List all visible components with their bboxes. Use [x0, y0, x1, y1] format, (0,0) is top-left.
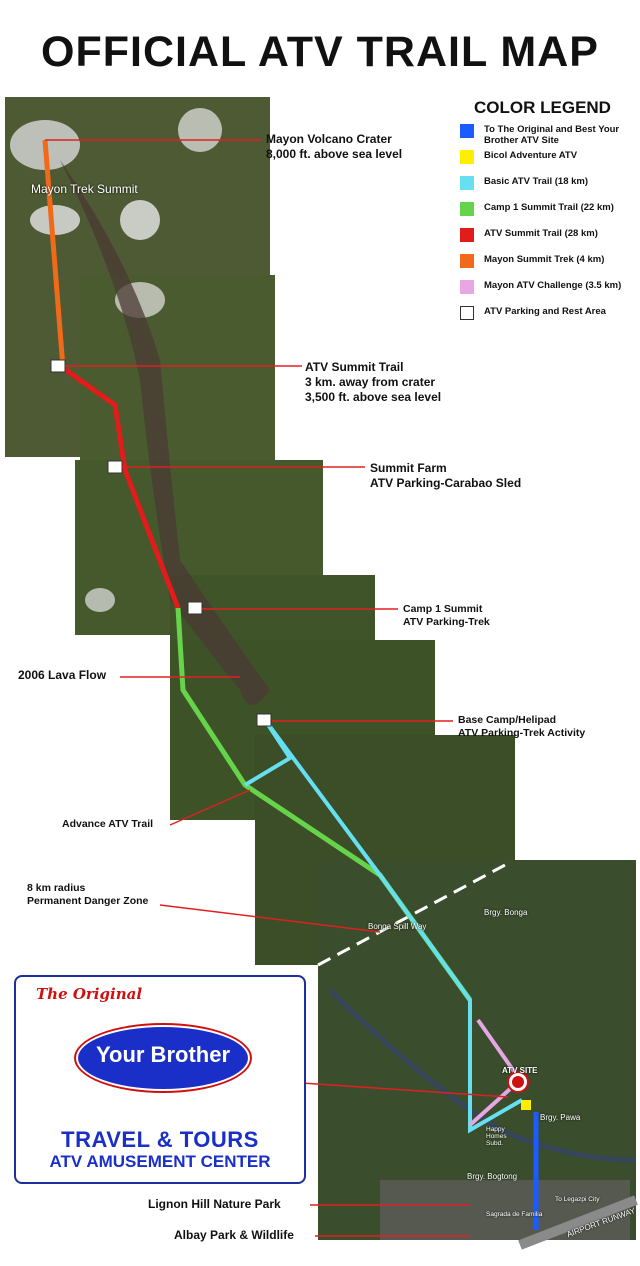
legend-label: ATV Summit Trail (28 km)	[484, 228, 598, 239]
danger-zone-line	[317, 863, 506, 967]
logo-oval: Your Brother	[76, 1025, 250, 1091]
legend-swatch	[460, 202, 474, 216]
legend-label: Bicol Adventure ATV	[484, 150, 578, 161]
map-label-atv-site: ATV SITE	[502, 1066, 538, 1075]
legend-item: Basic ATV Trail (18 km)	[460, 176, 635, 202]
map-label-brgy-bogtong: Brgy. Bogtong	[467, 1172, 518, 1181]
callout-lava-flow: 2006 Lava Flow	[18, 668, 107, 682]
atv-site-marker	[507, 1071, 531, 1110]
callout-crater: Mayon Volcano Crater 8,000 ft. above sea…	[266, 132, 403, 161]
atv-summit-trail	[61, 365, 181, 609]
color-legend: COLOR LEGEND To The Original and Best Yo…	[460, 98, 635, 332]
legend-item: Bicol Adventure ATV	[460, 150, 635, 176]
legend-swatch	[460, 124, 474, 138]
satellite-terrain	[5, 97, 638, 1250]
logo-travel-tours: TRAVEL & TOURS	[61, 1127, 259, 1152]
parking-markers	[50, 359, 272, 727]
legend-swatch	[460, 306, 474, 320]
legend-label: Camp 1 Summit Trail (22 km)	[484, 202, 614, 213]
bicol-adventure-marker	[521, 1100, 531, 1110]
callout-summit-farm: Summit Farm ATV Parking-Carabao Sled	[370, 461, 522, 490]
legend-label: ATV Parking and Rest Area	[484, 306, 606, 317]
legend-swatch	[460, 280, 474, 294]
legend-swatch	[460, 254, 474, 268]
legend-title: COLOR LEGEND	[474, 98, 611, 117]
trails	[42, 139, 539, 1230]
legend-item: To The Original and Best Your Brother AT…	[460, 124, 635, 150]
callout-danger-zone: 8 km radius Permanent Danger Zone	[27, 882, 149, 907]
logo-oval-text: Your Brother	[95, 1042, 231, 1067]
parking-marker-summit-trail	[50, 359, 66, 373]
legend-item: ATV Summit Trail (28 km)	[460, 228, 635, 254]
mayon-summit-trek-trail	[42, 139, 66, 369]
parking-marker-camp1	[187, 601, 203, 615]
callout-advance-trail: Advance ATV Trail	[62, 818, 154, 830]
callout-camp1: Camp 1 Summit ATV Parking-Trek	[403, 603, 490, 628]
legend-label: To The Original and Best Your Brother AT…	[484, 124, 620, 146]
legend-label: Mayon ATV Challenge (3.5 km)	[484, 280, 622, 291]
legend-item: Mayon Summit Trek (4 km)	[460, 254, 635, 280]
map-label-brgy-pawa: Brgy. Pawa	[540, 1113, 581, 1122]
map-label-bonga-spillway: Bonga Spill Way	[368, 922, 427, 931]
basic-atv-trail	[263, 718, 523, 1134]
label-lignon-hill: Lignon Hill Nature Park	[148, 1197, 281, 1211]
legend-item: ATV Parking and Rest Area	[460, 306, 635, 332]
legend-item: Mayon ATV Challenge (3.5 km)	[460, 280, 635, 306]
legend-item: Camp 1 Summit Trail (22 km)	[460, 202, 635, 228]
legend-label: Basic ATV Trail (18 km)	[484, 176, 589, 187]
map-label-sagrada: Sagrada de Familia	[486, 1211, 543, 1218]
map-label-brgy-bonga: Brgy. Bonga	[484, 908, 528, 917]
page-title: OFFICIAL ATV TRAIL MAP	[41, 28, 599, 76]
map-label-trek-summit: Mayon Trek Summit	[31, 182, 138, 196]
your-brother-logo: The Original Your Brother TRAVEL & TOURS…	[14, 975, 306, 1184]
callout-summit-trail: ATV Summit Trail 3 km. away from crater …	[305, 360, 442, 404]
legend-swatch	[460, 150, 474, 164]
legend-swatch	[460, 228, 474, 242]
map-label-happy-homes: Happy Homes Subd.	[486, 1126, 507, 1147]
map-label-legazpi-city: To Legazpi City	[555, 1196, 600, 1203]
legend-label: Mayon Summit Trek (4 km)	[484, 254, 605, 265]
parking-marker-summit-farm	[107, 460, 123, 474]
legend-swatch	[460, 176, 474, 190]
label-albay-park: Albay Park & Wildlife	[174, 1228, 294, 1242]
logo-script-text: The Original	[36, 985, 143, 1003]
callout-base-camp: Base Camp/Helipad ATV Parking-Trek Activ…	[458, 714, 586, 739]
parking-marker-base-camp	[256, 713, 272, 727]
callout-lines	[45, 139, 509, 1237]
logo-atv-center: ATV AMUSEMENT CENTER	[49, 1152, 271, 1171]
